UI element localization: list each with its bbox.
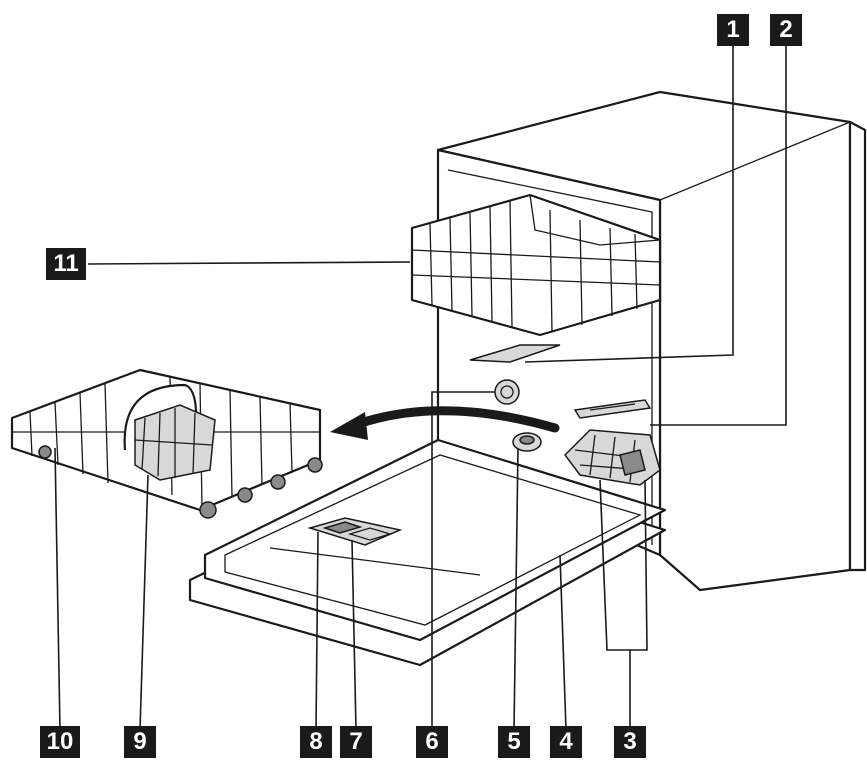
callout-8: 8 — [300, 726, 332, 758]
callout-5: 5 — [498, 726, 530, 758]
lower-basket — [10, 368, 323, 519]
dishwasher-door — [188, 438, 667, 667]
salt-container-cap — [494, 379, 520, 405]
callout-3: 3 — [614, 726, 646, 758]
callout-9: 9 — [124, 726, 156, 758]
callout-4: 4 — [550, 726, 582, 758]
detergent-dispenser — [307, 517, 403, 546]
slide-out-arrow — [330, 406, 560, 440]
callout-7: 7 — [340, 726, 372, 758]
upper-spray-arm — [469, 344, 561, 363]
filter-assembly — [564, 429, 661, 486]
leader-lines — [54, 46, 787, 731]
callout-11: 11 — [46, 248, 86, 280]
upper-basket — [410, 193, 662, 337]
callout-1: 1 — [717, 14, 749, 46]
callout-2: 2 — [770, 14, 802, 46]
spray-arm-hub — [512, 432, 542, 452]
callout-6: 6 — [416, 726, 448, 758]
lower-spray-arm — [573, 399, 652, 419]
callout-10: 10 — [40, 726, 80, 758]
